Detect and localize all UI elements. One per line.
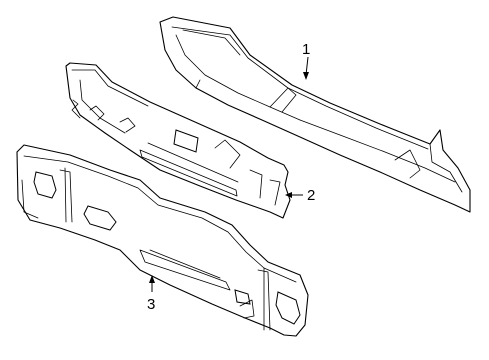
callout-2: 2 — [307, 187, 315, 204]
arrowhead-2 — [285, 192, 292, 198]
callout-3: 3 — [147, 296, 155, 313]
arrowhead-3 — [149, 275, 155, 283]
part-1-upper-panel — [159, 16, 471, 213]
part-3-lower-panel — [16, 144, 309, 337]
arrowhead-1 — [303, 72, 309, 80]
callout-1: 1 — [302, 41, 310, 58]
part-2-middle-panel — [65, 62, 291, 219]
